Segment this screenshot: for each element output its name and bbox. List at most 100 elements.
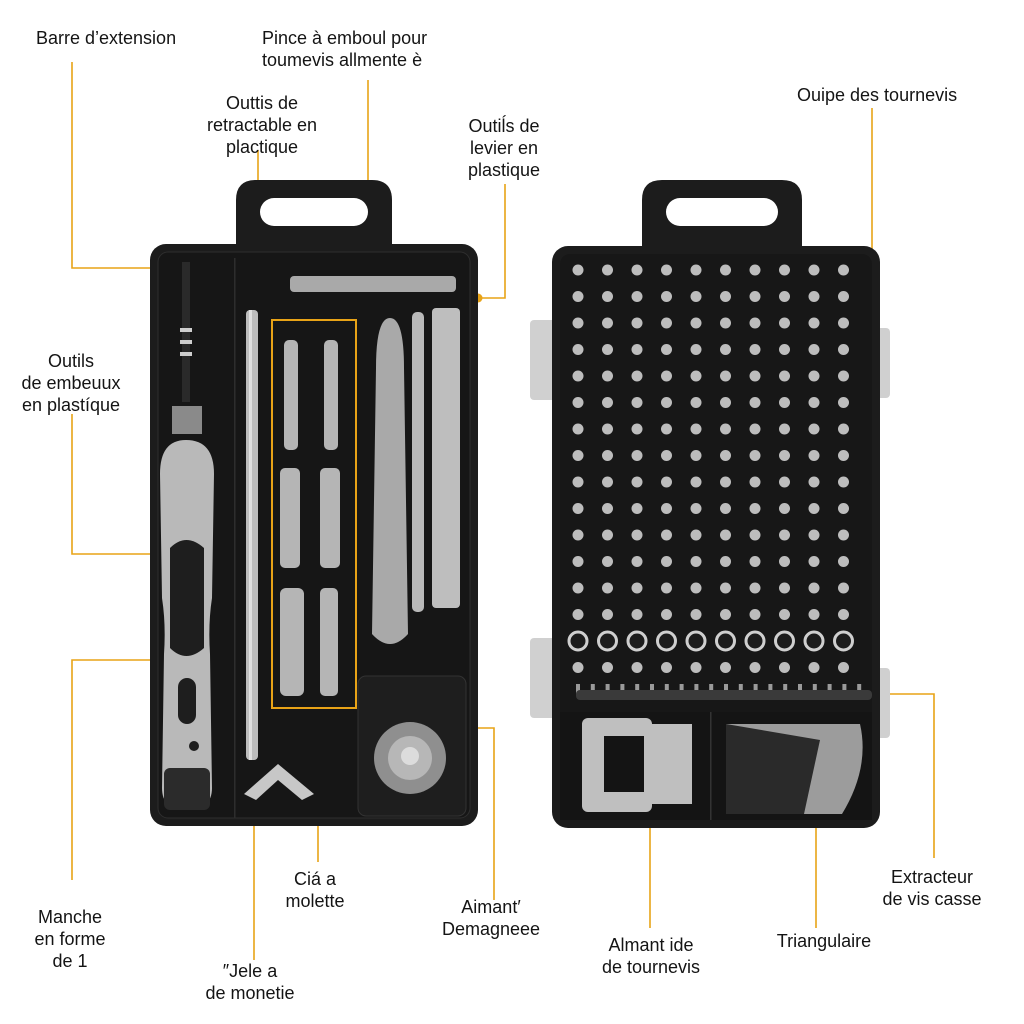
label-screw-extractor: Extracteur de vis casse [882,867,982,909]
triangle-tool [726,724,863,814]
bit-slot [690,423,702,435]
bit-slot [808,609,820,620]
bit-slot [720,450,731,461]
bit-slot [572,291,584,302]
bit-slot [808,370,820,382]
bit-slot [838,662,849,673]
bit-slot [838,476,849,488]
bit-slot [685,630,707,652]
bit-slot [631,370,643,382]
bit-slot [779,503,790,514]
bit-slot [838,450,849,461]
bit-slot [720,370,731,382]
bit-slot [572,450,584,461]
bit-slot [661,317,672,329]
screw-extractor [576,690,872,700]
bit-slot [808,582,820,594]
bit-slot [720,397,731,408]
bit-slot [661,662,672,673]
label-bit-holder-clamp: Pince à emboul pour toumevis allmente è [262,28,428,70]
bit-slot [690,264,702,276]
bit-slot [690,397,702,408]
bit-slot [572,397,584,408]
bit-slot [808,317,820,329]
label-retractable-tool: Outtis de retractable en plactique [206,93,318,157]
bit-slot [744,630,766,652]
bit-slot [749,264,761,276]
bit-slot [838,317,849,329]
bit-slot [808,397,820,408]
bit-slot [720,423,731,435]
bit-slot [749,662,761,673]
bit-slot [602,476,613,488]
bit-slot [720,476,731,488]
bit-slot [749,450,761,461]
bit-slot [690,556,702,567]
bit-slot [602,582,613,594]
bit-slot [838,582,849,594]
bit-slot [749,503,761,514]
bit-slot [749,582,761,594]
bit-slot [838,609,849,620]
bit-slot [838,556,849,567]
bit-slot [661,556,672,567]
bit-slot [597,630,618,652]
bit-slot [602,344,613,355]
bit-slot [808,556,820,567]
magnet-demagnetizer [374,722,446,794]
bit-slot [720,317,731,329]
bit-slot [808,291,820,302]
bit-slot [572,582,584,594]
bit-slot [779,344,790,355]
bit-slot [720,291,731,302]
right-bits-case [530,180,890,828]
bit-slot [572,264,584,276]
bit-slot [661,264,672,276]
bit-slot [720,662,731,673]
label-wrench: Ciá a molette [285,869,345,911]
bit-slot [720,556,731,567]
bit-slot [808,344,820,355]
bit-slot [808,529,820,541]
bit-slot [779,370,790,382]
bit-slot [838,423,849,435]
bit-slot [661,423,672,435]
bit-slot [602,662,613,673]
bit-slot [690,344,702,355]
bit-slot [602,423,613,435]
bit-slot [631,317,643,329]
bit-slot [690,370,702,382]
bit-slot [661,609,672,620]
bit-slot [631,609,643,620]
label-plastic-bit-tools: Outils de embeuux en plastíque [21,351,121,415]
label-bits-group: Ouipe des tournevis [797,85,958,105]
bit-slot [572,344,584,355]
bit-slot [749,370,761,382]
bit-slot [715,630,736,652]
bit-slot [838,529,849,541]
bit-slot [567,630,589,652]
label-handle-shape: Manche en forme de 1 [34,907,106,971]
bit-slot [572,317,584,329]
bit-slot [779,450,790,461]
bit-slot [631,582,643,594]
bit-slot [774,630,795,652]
bit-slot [838,503,849,514]
bit-slot [779,291,790,302]
leader-plastic-bit-tools [71,414,182,555]
bit-slot [749,291,761,302]
bit-slot [779,397,790,408]
bit-slot [749,529,761,541]
bit-slot [656,630,677,652]
bit-slot [572,529,584,541]
bit-slot [631,423,643,435]
bit-slot [803,630,825,652]
bit-slot [749,344,761,355]
bit-slot [602,397,613,408]
bit-slot [690,582,702,594]
bit-slot [690,609,702,620]
bit-slot [808,662,820,673]
leader-screw-extractor [868,693,935,858]
bit-slot [572,423,584,435]
bit-slot [808,503,820,514]
